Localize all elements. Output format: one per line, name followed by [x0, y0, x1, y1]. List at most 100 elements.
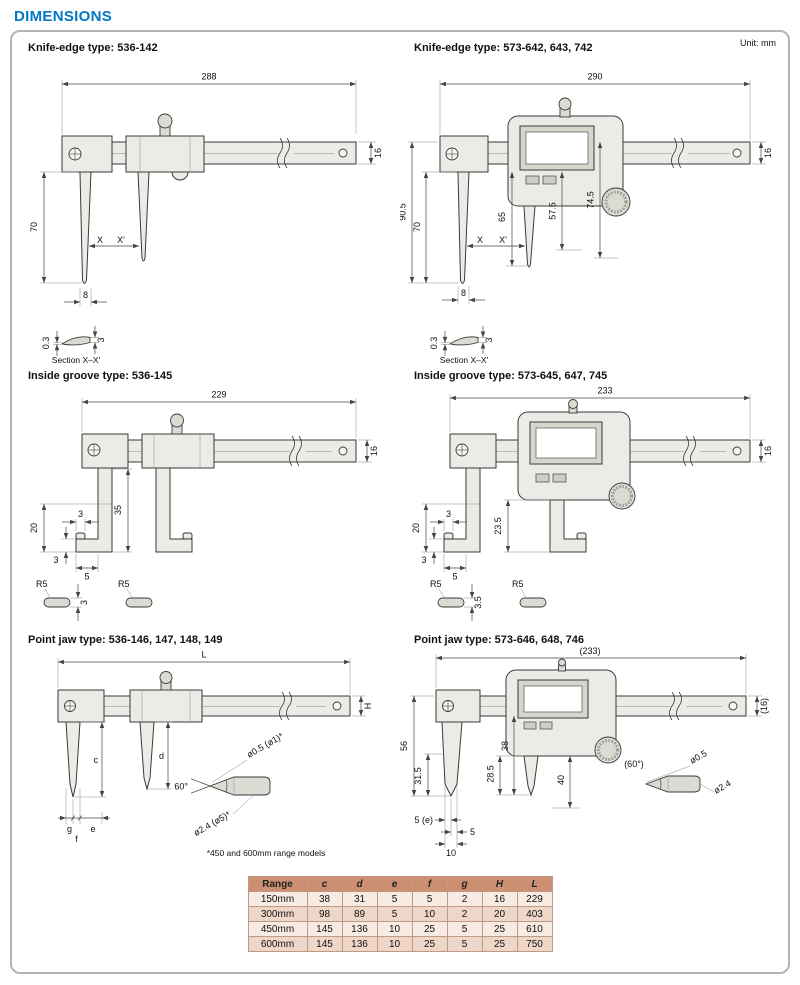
- tip-detail-views: R5 R5 3: [36, 579, 153, 621]
- movable-jaw: [523, 205, 536, 268]
- dim-label-tip-e: 5 (e): [414, 815, 433, 825]
- cell-range: 450mm: [247, 921, 308, 937]
- dim-label-groove-depth: 20: [411, 523, 421, 533]
- fixed-jaw: [457, 171, 470, 284]
- cell-H: 20: [481, 906, 518, 922]
- dim-label-depth2: 74.5: [586, 191, 596, 209]
- dim-foot-thickness: 3: [421, 527, 444, 565]
- table-row-300mm: 300mm 98 89 5 10 2 20 403: [247, 906, 553, 922]
- thumb-screw-icon: [159, 671, 173, 684]
- dim-beam-height: 16: [358, 141, 383, 165]
- col-header-range: Range: [247, 876, 308, 892]
- col-header-c: c: [306, 876, 343, 892]
- spec-table: Range c d e f g H L 150mm 38 31: [247, 876, 553, 952]
- panel-title: Inside groove type: 573-645, 647, 745: [414, 370, 608, 382]
- dim-label-overall: 229: [211, 390, 226, 400]
- dim-label-overall-height: 90.5: [400, 203, 408, 221]
- dim-foot-thickness: 3: [53, 527, 76, 565]
- drawing-inside-groove-vernier: 229 16 20: [29, 390, 379, 621]
- spec-table-section: Range c d e f g H L 150mm 38 31: [14, 876, 786, 952]
- dim-overall-length: (233): [435, 646, 747, 694]
- col-header-L: L: [516, 876, 553, 892]
- caliper-body: [443, 399, 751, 553]
- beam-break: [289, 435, 295, 467]
- dim-label-edge-thickness: 0.3: [41, 337, 51, 350]
- tip-detail-right: [125, 597, 153, 608]
- section-plane-marks: X X': [89, 235, 139, 249]
- beam-break: [683, 435, 689, 467]
- dim-label-d: d: [159, 751, 164, 761]
- slider: [125, 135, 205, 173]
- end-hole: [728, 701, 738, 711]
- end-hole: [338, 148, 348, 158]
- beam-break: [671, 137, 677, 169]
- section-x-label: X: [97, 235, 103, 245]
- dim-label-beam-height: H: [363, 703, 373, 710]
- dim-label-jaw-length: 23.5: [493, 517, 503, 535]
- lcd-screen: [535, 427, 597, 459]
- dim-label-jaw-offset: 38: [500, 741, 510, 751]
- cell-d: 136: [341, 936, 378, 952]
- dim-foot-length: 5: [443, 554, 467, 582]
- table-row-450mm: 450mm 145 136 10 25 5 25 610: [247, 921, 553, 937]
- caliper-body: [57, 671, 351, 798]
- panel-title: Point jaw type: 536-146, 147, 148, 149: [28, 634, 223, 646]
- dim-label-detail-thickness: 3: [79, 600, 89, 605]
- dim-label-beam-height: 16: [373, 148, 383, 158]
- tip-detail-views: R5 R5 3.5: [430, 579, 547, 621]
- dim-label-foot-thickness: 3: [421, 555, 426, 565]
- dim-beam-height: (16): [748, 695, 769, 717]
- drawing-knife-edge-digital: 290 16 90.5 70: [400, 72, 773, 366]
- panel-title: Knife-edge type: 536-142: [28, 42, 158, 54]
- lcd-screen: [523, 685, 583, 713]
- cone-detail: (60°) ø0.5 ø2.4: [624, 748, 732, 796]
- end-hole: [732, 446, 742, 456]
- dim-label-foot-length: 5: [452, 572, 457, 582]
- cell-e: 10: [376, 936, 413, 952]
- dim-label-overall: 288: [201, 72, 216, 82]
- section-view: 0.3 3 Section X–X': [41, 326, 106, 365]
- cell-L: 403: [516, 906, 553, 922]
- slider: [141, 433, 215, 469]
- table-row-150mm: 150mm 38 31 5 5 2 16 229: [247, 891, 553, 907]
- dim-overall-length: 229: [81, 390, 357, 438]
- dim-gfe-chain: g f e: [58, 788, 110, 844]
- drawing-knife-edge-vernier: 288 16 70 X X': [29, 72, 383, 366]
- table-row-600mm: 600mm 145 136 10 25 5 25 750: [247, 936, 553, 952]
- dim-label-cone-dia: ø2.4 (ø5)*: [192, 809, 233, 838]
- thumb-screw-icon: [157, 113, 173, 129]
- dim-groove-depth: 20: [29, 503, 98, 553]
- dim-label-tip-dia: ø0.5 (ø1)*: [245, 731, 286, 760]
- dim-label-cone-angle: (60°): [624, 759, 644, 769]
- cell-f: 5: [411, 891, 448, 907]
- drawing-inside-groove-digital: 233 16 20: [411, 386, 773, 621]
- panel-point-jaw-digital: Point jaw type: 573-646, 648, 746: [400, 630, 786, 868]
- cell-d: 89: [341, 906, 378, 922]
- slider-boss: [171, 171, 189, 181]
- col-header-f: f: [411, 876, 448, 892]
- dim-label-beam-height: 16: [763, 148, 773, 158]
- dim-jaw-length: 70: [29, 171, 82, 284]
- dim-groove-depth: 20: [411, 503, 466, 553]
- cell-g: 5: [446, 921, 483, 937]
- dim-overall-height: 56: [400, 695, 450, 797]
- cone-tip-shape: [208, 776, 271, 796]
- dim-label-depth1: 57.5: [548, 202, 558, 220]
- fixed-jaw: [65, 721, 81, 798]
- cell-g: 2: [446, 906, 483, 922]
- button-origin: [535, 473, 550, 483]
- end-hole: [338, 446, 348, 456]
- fixed-jaw: [441, 721, 463, 798]
- dim-tip-chain: 5 (e) 5 10: [414, 786, 475, 858]
- dim-tip-width: 3: [62, 509, 99, 531]
- cell-range: 600mm: [247, 936, 308, 952]
- col-header-e: e: [376, 876, 413, 892]
- dim-label-overall: (233): [579, 646, 600, 656]
- drawing-point-jaw-vernier: L H c d: [57, 650, 373, 858]
- beam-break: [279, 691, 285, 721]
- dim-label-overall: L: [201, 650, 206, 660]
- dim-label-tip-5: 5: [470, 827, 475, 837]
- tip-detail-left: [43, 597, 71, 608]
- cell-d: 136: [341, 921, 378, 937]
- dim-jaw-length: 23.5: [493, 499, 550, 553]
